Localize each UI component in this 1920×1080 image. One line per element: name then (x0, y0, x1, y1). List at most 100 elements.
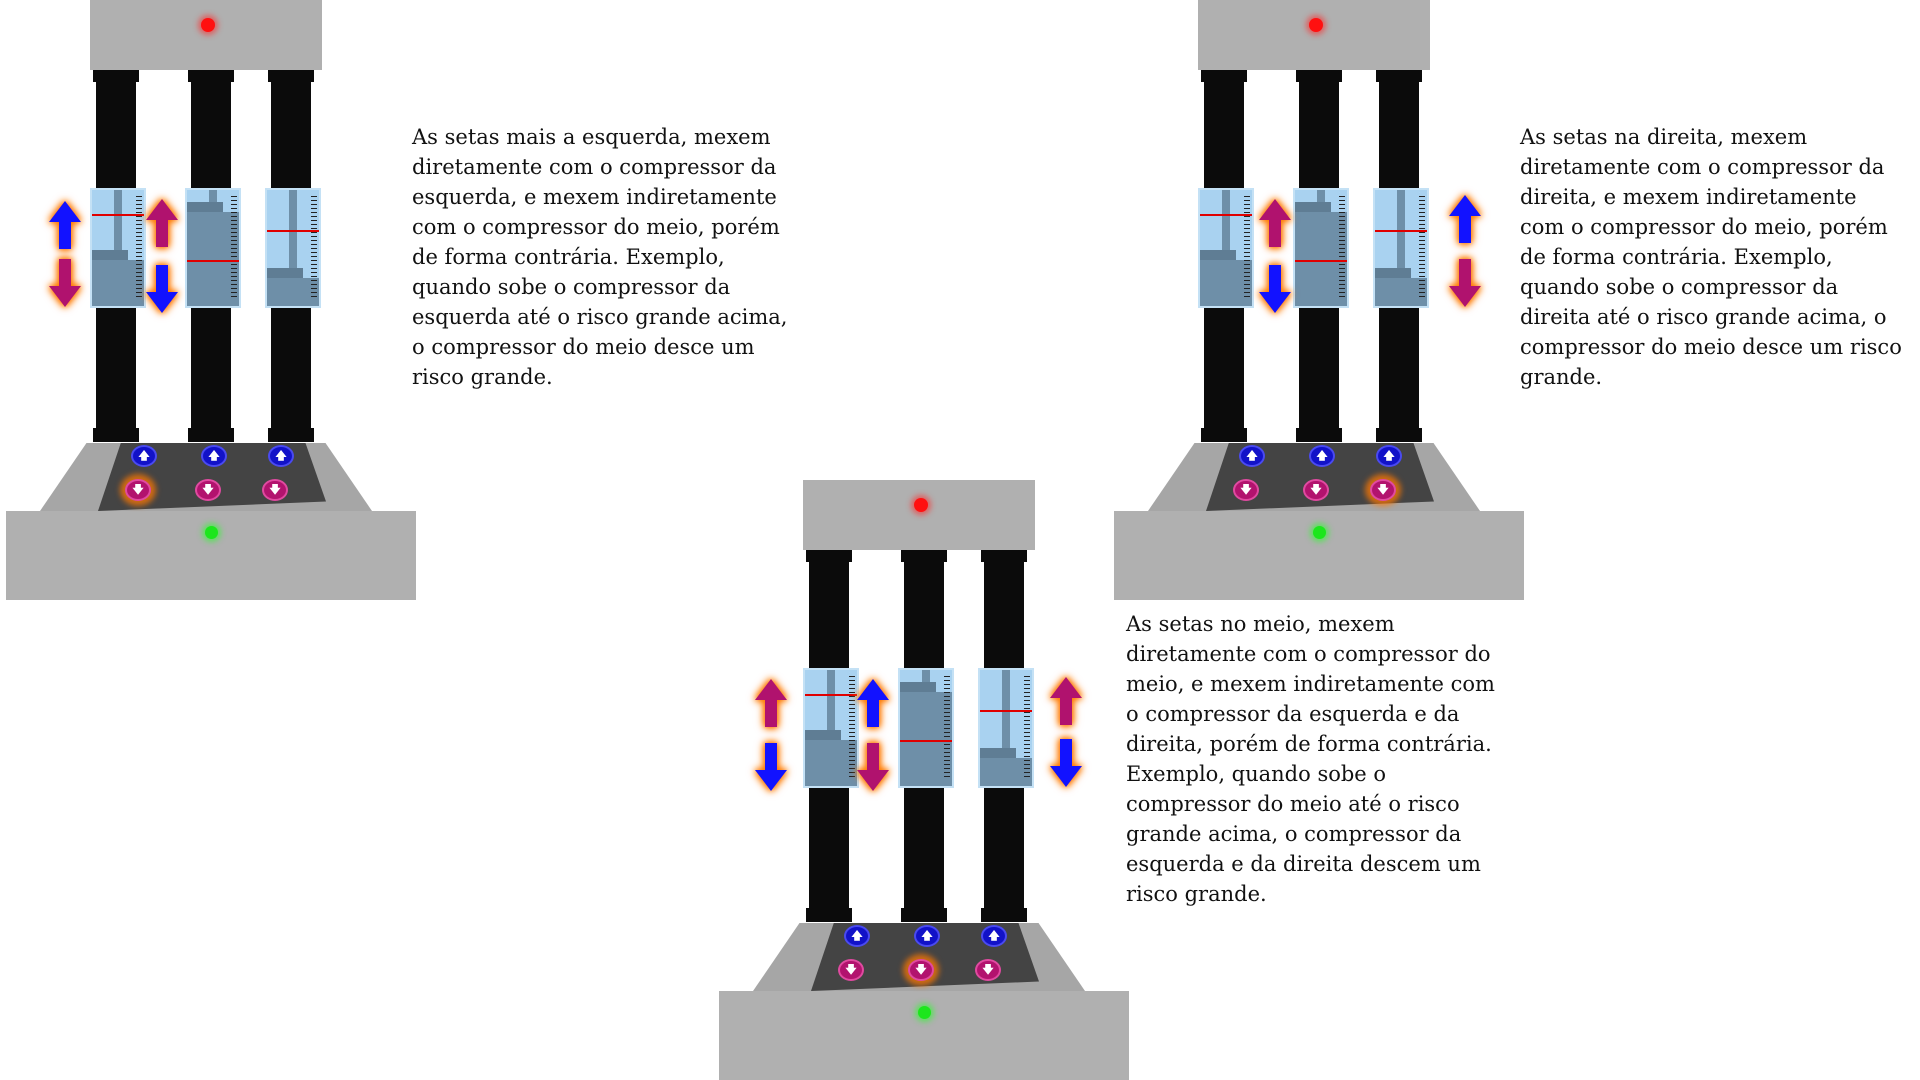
piston-body (805, 740, 857, 786)
column-cap-top (1376, 70, 1422, 82)
column-cap-bottom (1201, 428, 1247, 442)
piston-rod (1002, 670, 1010, 748)
button-down-right[interactable]: 🡇 (1370, 479, 1396, 501)
machine-right: 🡅 🡇 🡅 🡇 🡅 🡇 (1108, 0, 1528, 600)
column-cap-top (268, 70, 314, 82)
column-cap-bottom (901, 908, 947, 922)
button-down-middle[interactable]: 🡇 (1303, 479, 1329, 501)
piston-body (1375, 278, 1427, 306)
level-mark (267, 230, 319, 232)
level-mark (805, 694, 857, 696)
piston-head (1295, 202, 1331, 212)
scale-ticks (311, 196, 317, 300)
piston-rod (289, 190, 297, 268)
piston-head (805, 730, 841, 740)
top-housing (803, 480, 1035, 550)
piston-head (92, 250, 128, 260)
level-mark (1200, 214, 1252, 216)
column-cap-bottom (93, 428, 139, 442)
button-up-left[interactable]: 🡅 (131, 445, 157, 467)
column-cap-bottom (981, 908, 1027, 922)
arrow-up-left (49, 201, 81, 249)
piston-body (980, 758, 1032, 786)
button-up-right[interactable]: 🡅 (268, 445, 294, 467)
arrow-down-right (1050, 739, 1082, 787)
column-lower-right (1379, 308, 1419, 428)
button-up-middle[interactable]: 🡅 (201, 445, 227, 467)
compressor-cylinder-left (803, 668, 859, 788)
piston-body (900, 692, 952, 786)
description-right: As setas na direita, mexem diretamente c… (1520, 125, 1902, 389)
compressor-cylinder-left (1198, 188, 1254, 308)
piston-rod (1397, 190, 1405, 268)
button-down-left[interactable]: 🡇 (125, 479, 151, 501)
column-cap-top (1296, 70, 1342, 82)
button-up-left[interactable]: 🡅 (1239, 445, 1265, 467)
column-cap-top (901, 550, 947, 562)
status-led-bottom (918, 1006, 931, 1019)
level-mark (980, 710, 1032, 712)
arrow-up-middle (857, 679, 889, 727)
button-up-middle[interactable]: 🡅 (914, 925, 940, 947)
piston-head (267, 268, 303, 278)
column-lower-right (984, 788, 1024, 908)
column-cap-bottom (1296, 428, 1342, 442)
column-upper-middle (191, 80, 231, 190)
column-lower-right (271, 308, 311, 428)
level-mark (1295, 260, 1347, 262)
status-led-top (201, 18, 215, 32)
button-down-left[interactable]: 🡇 (1233, 479, 1259, 501)
column-lower-middle (191, 308, 231, 428)
button-up-middle[interactable]: 🡅 (1309, 445, 1335, 467)
base-front (719, 991, 1129, 1080)
button-down-left[interactable]: 🡇 (838, 959, 864, 981)
arrow-down-left (755, 743, 787, 791)
piston-head (1375, 268, 1411, 278)
scale-ticks (849, 676, 855, 780)
arrow-down-middle (146, 265, 178, 313)
column-upper-left (96, 80, 136, 190)
piston-rod (114, 190, 122, 250)
button-up-right[interactable]: 🡅 (1376, 445, 1402, 467)
base-front (1114, 511, 1524, 600)
button-down-middle[interactable]: 🡇 (195, 479, 221, 501)
piston-body (267, 278, 319, 306)
top-housing (90, 0, 322, 70)
column-cap-bottom (188, 428, 234, 442)
status-led-bottom (1313, 526, 1326, 539)
button-down-right[interactable]: 🡇 (975, 959, 1001, 981)
level-mark (92, 214, 144, 216)
arrow-up-right (1449, 195, 1481, 243)
button-up-right[interactable]: 🡅 (981, 925, 1007, 947)
arrow-down-middle (857, 743, 889, 791)
scale-ticks (136, 196, 142, 300)
piston-rod (1317, 190, 1325, 202)
piston-head (187, 202, 223, 212)
button-down-right[interactable]: 🡇 (262, 479, 288, 501)
description-left: As setas mais a esquerda, mexem diretame… (412, 125, 788, 389)
column-cap-top (93, 70, 139, 82)
compressor-cylinder-right (1373, 188, 1429, 308)
level-mark (1375, 230, 1427, 232)
arrow-up-middle (146, 199, 178, 247)
column-upper-right (271, 80, 311, 190)
piston-body (92, 260, 144, 306)
column-upper-left (809, 560, 849, 670)
column-cap-bottom (1376, 428, 1422, 442)
button-down-middle[interactable]: 🡇 (908, 959, 934, 981)
column-cap-top (1201, 70, 1247, 82)
column-cap-bottom (806, 908, 852, 922)
piston-body (1295, 212, 1347, 306)
column-upper-middle (1299, 80, 1339, 190)
scale-ticks (944, 676, 950, 780)
compressor-cylinder-right (978, 668, 1034, 788)
piston-head (1200, 250, 1236, 260)
level-mark (187, 260, 239, 262)
button-up-left[interactable]: 🡅 (844, 925, 870, 947)
column-cap-top (188, 70, 234, 82)
arrow-up-middle (1259, 199, 1291, 247)
compressor-cylinder-middle (898, 668, 954, 788)
arrow-down-middle (1259, 265, 1291, 313)
column-lower-left (96, 308, 136, 428)
piston-head (980, 748, 1016, 758)
